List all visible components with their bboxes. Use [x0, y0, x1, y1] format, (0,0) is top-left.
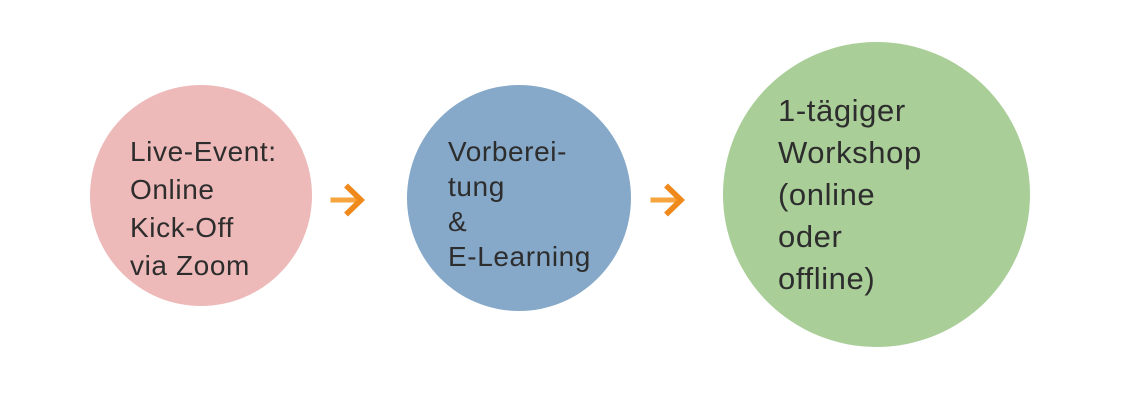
step-line: tung — [448, 171, 505, 202]
step-line: via Zoom — [130, 250, 250, 281]
step-label-vorbereitung: Vorberei- tung & E-Learning — [448, 134, 591, 274]
step-label-live-event: Live-Event: Online Kick-Off via Zoom — [130, 133, 277, 285]
step-line: Workshop — [778, 135, 922, 170]
step-circle-live-event: Live-Event: Online Kick-Off via Zoom — [90, 85, 312, 306]
step-line: Vorberei- — [448, 136, 568, 167]
step-label-workshop: 1-tägiger Workshop (online oder offline) — [778, 90, 922, 300]
arrow-head — [344, 183, 365, 217]
step-line: Live-Event: — [130, 136, 277, 167]
step-line: & — [448, 206, 468, 237]
step-line: E-Learning — [448, 241, 591, 272]
step-line: (online — [778, 177, 876, 212]
right-arrow-icon — [330, 183, 365, 217]
step-line: Kick-Off — [130, 212, 234, 243]
step-line: offline) — [778, 261, 876, 296]
right-arrow-icon — [650, 183, 685, 217]
arrow-head — [664, 183, 685, 217]
step-line: Online — [130, 174, 215, 205]
step-line: 1-tägiger — [778, 93, 906, 128]
step-circle-vorbereitung: Vorberei- tung & E-Learning — [407, 85, 631, 311]
step-circle-workshop: 1-tägiger Workshop (online oder offline) — [723, 42, 1030, 347]
step-line: oder — [778, 219, 843, 254]
